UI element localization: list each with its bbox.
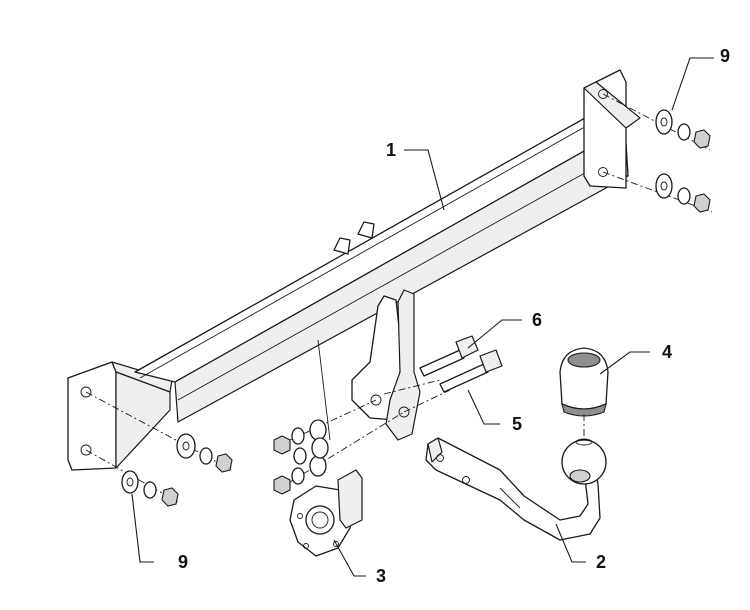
leader-lines <box>131 57 714 577</box>
callout-1: 1 <box>386 140 396 160</box>
fasteners-left-upper <box>176 433 233 473</box>
hitch-plates <box>317 289 421 441</box>
fasteners-right-lower <box>655 173 711 213</box>
right-mounting-bracket <box>583 69 641 189</box>
callout-5: 5 <box>512 414 522 434</box>
callout-9-top: 9 <box>720 46 730 66</box>
tow-ball-arm <box>425 437 607 541</box>
callout-labels: 1 9 9 6 5 4 3 2 <box>178 46 730 586</box>
callout-4: 4 <box>662 342 672 362</box>
callout-6: 6 <box>532 310 542 330</box>
callout-2: 2 <box>596 552 606 572</box>
left-mounting-bracket <box>67 361 173 471</box>
ball-cap <box>559 347 609 440</box>
fasteners-center <box>273 419 329 495</box>
fasteners-right-upper <box>655 109 711 149</box>
callout-3: 3 <box>376 566 386 586</box>
socket-plate <box>289 469 363 557</box>
callout-9-bottom: 9 <box>178 552 188 572</box>
fasteners-left-lower <box>121 470 179 507</box>
bolt-6 <box>419 335 479 377</box>
bolt-5 <box>439 349 503 393</box>
beam-tabs <box>333 221 375 255</box>
